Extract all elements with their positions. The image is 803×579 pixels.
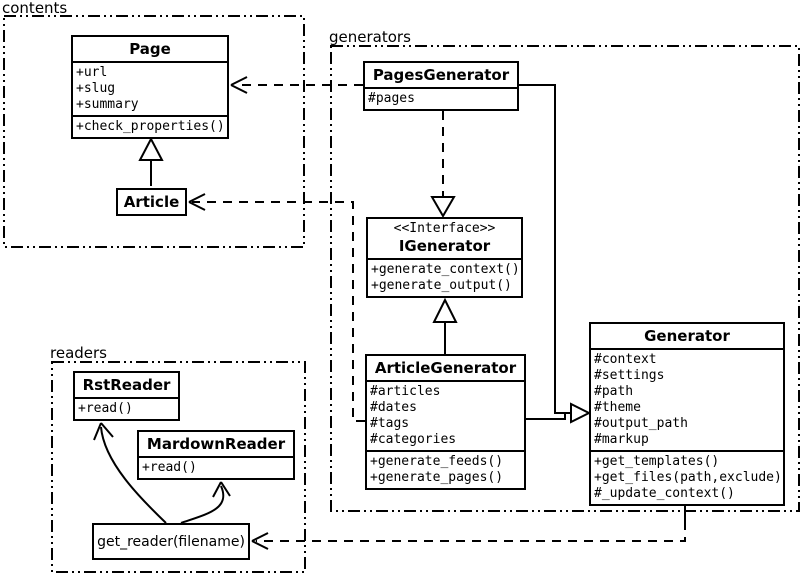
methods-section: +generate_feeds()+generate_pages()	[367, 450, 524, 488]
arrow-getreader-to-mardownreader	[180, 481, 231, 524]
attributes-section: +url+slug+summary	[73, 61, 227, 115]
arrow-pagesgenerator-to-igenerator-realization	[430, 111, 456, 218]
member: #theme	[594, 400, 641, 415]
member: +get_templates()	[594, 454, 720, 469]
arrow-article-to-page-generalization	[138, 136, 164, 186]
class-title: Article	[123, 193, 180, 211]
class-title: Page	[129, 40, 171, 58]
class-title: Generator	[644, 327, 730, 345]
attributes-section: #pages	[365, 87, 517, 109]
class-title: RstReader	[82, 376, 171, 394]
class-title: IGenerator	[398, 237, 491, 255]
package-label-generators: generators	[329, 28, 411, 46]
package-contents-border	[3, 15, 305, 248]
member: #categories	[370, 432, 457, 447]
class-pages-generator: PagesGenerator #pages	[363, 61, 519, 111]
class-page: Page +url+slug+summary +check_properties…	[71, 35, 229, 139]
methods-section: +read()	[139, 456, 293, 478]
member: +url	[76, 65, 108, 80]
class-rst-reader: RstReader +read()	[73, 371, 180, 421]
attributes-section: #context#settings#path#theme#output_path…	[591, 348, 783, 450]
node-get-reader-label: get_reader(filename)	[97, 533, 245, 550]
interface-stereotype: <<Interface>>	[393, 221, 496, 236]
member: #settings	[594, 368, 665, 383]
member: #dates	[370, 400, 417, 415]
member: +get_files(path,exclude)	[594, 470, 782, 485]
member: +read()	[78, 401, 133, 416]
attributes-section: #articles#dates#tags#categories	[367, 380, 524, 450]
member: +generate_context()	[371, 262, 520, 277]
methods-section: +check_properties()	[73, 115, 227, 137]
methods-section: +read()	[75, 397, 178, 419]
member: +generate_feeds()	[370, 454, 504, 469]
member: +summary	[76, 97, 139, 112]
arrow-generator-to-getreader-dependency	[251, 506, 686, 550]
arrow-getreader-to-rstreader	[93, 422, 167, 524]
class-title: PagesGenerator	[372, 66, 510, 84]
arrow-articlegenerator-to-article-dependency	[188, 193, 365, 422]
member: #markup	[594, 432, 649, 447]
class-article: Article	[116, 188, 187, 216]
member: #context	[594, 352, 657, 367]
class-generator: Generator #context#settings#path#theme#o…	[589, 322, 785, 506]
methods-section: +get_templates()+get_files(path,exclude)…	[591, 450, 783, 504]
arrow-articlegenerator-to-igenerator-generalization	[432, 297, 458, 354]
member: #tags	[370, 416, 410, 431]
class-mardown-reader: MardownReader +read()	[137, 430, 295, 480]
member: #path	[594, 384, 634, 399]
member: #output_path	[594, 416, 688, 431]
member: #pages	[368, 91, 415, 106]
arrow-pagesgenerator-to-page-dependency	[230, 76, 363, 94]
member: +generate_pages()	[370, 470, 504, 485]
member: +read()	[142, 460, 197, 475]
class-article-generator: ArticleGenerator #articles#dates#tags#ca…	[365, 354, 526, 490]
member: +generate_output()	[371, 278, 512, 293]
package-label-readers: readers	[50, 344, 107, 362]
class-igenerator-interface: <<Interface>> IGenerator +generate_conte…	[366, 217, 523, 298]
arrow-generators-to-generator-generalization	[519, 84, 592, 424]
class-title: MardownReader	[146, 435, 286, 453]
member: +slug	[76, 81, 116, 96]
class-title: ArticleGenerator	[374, 359, 517, 377]
package-readers-border	[51, 361, 306, 573]
package-generators-border	[330, 45, 800, 512]
package-label-contents: contents	[2, 0, 68, 17]
member: #_update_context()	[594, 486, 735, 501]
methods-section: +generate_context()+generate_output()	[368, 258, 521, 296]
member: #articles	[370, 384, 441, 399]
member: +check_properties()	[76, 119, 225, 134]
node-get-reader: get_reader(filename)	[92, 523, 250, 560]
